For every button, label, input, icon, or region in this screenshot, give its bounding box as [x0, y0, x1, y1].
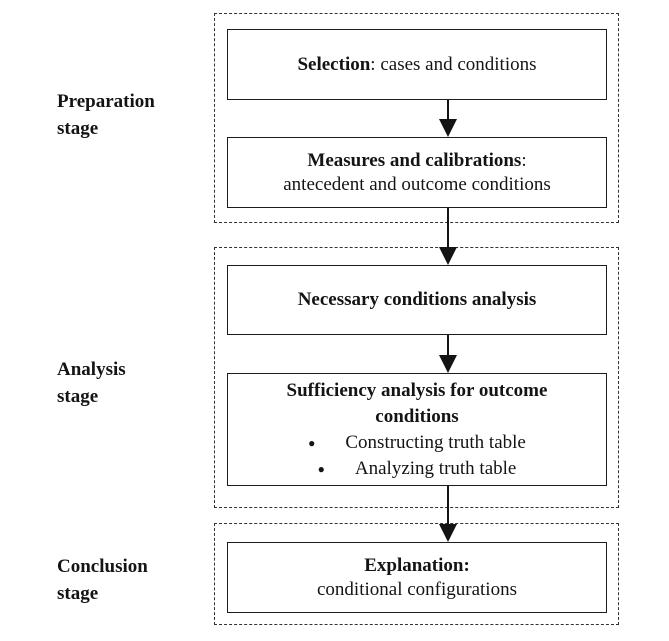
- stage-label-analysis: Analysis stage: [57, 356, 126, 410]
- necessary-conditions-box: Necessary conditions analysis: [227, 265, 607, 335]
- stage-label-preparation: Preparation stage: [57, 88, 155, 142]
- sufficiency-title-line-1: Sufficiency analysis for outcome: [228, 378, 606, 404]
- bullet-item: ● Constructing truth table: [228, 430, 606, 456]
- stage-label-conclusion: Conclusion stage: [57, 553, 148, 607]
- preparation-stage-frame: [214, 13, 619, 223]
- selection-box-title: Selection: [297, 53, 371, 75]
- stage-label-line: Analysis: [57, 359, 126, 380]
- bullet-icon: ●: [308, 435, 316, 450]
- bullet-item-label: Constructing truth table: [345, 431, 526, 453]
- measures-box: Measures and calibrations: antecedent an…: [227, 137, 607, 208]
- explanation-box-title: Explanation:: [364, 554, 470, 576]
- measures-box-colon: :: [521, 149, 527, 171]
- measures-box-title: Measures and calibrations: [307, 149, 522, 171]
- necessary-conditions-title: Necessary conditions analysis: [297, 289, 537, 310]
- bullet-item-label: Analyzing truth table: [354, 457, 517, 479]
- stage-label-line: Conclusion: [57, 556, 148, 577]
- down-arrow-icon: [439, 100, 457, 137]
- measures-box-detail-text: antecedent and outcome conditions: [283, 173, 551, 195]
- sufficiency-title-text: Sufficiency analysis for outcome: [286, 379, 548, 401]
- sufficiency-analysis-box: Sufficiency analysis for outcome conditi…: [227, 373, 607, 486]
- down-arrow-icon: [439, 486, 457, 542]
- down-arrow-icon: [439, 208, 457, 265]
- stage-label-line: stage: [57, 583, 99, 604]
- selection-box-text: Selection: cases and conditions: [228, 53, 606, 77]
- analysis-stage-frame: [214, 247, 619, 508]
- down-arrow-icon: [439, 335, 457, 373]
- conclusion-stage-frame: [214, 523, 619, 625]
- selection-box-detail: : cases and conditions: [370, 53, 537, 75]
- measures-box-detail: antecedent and outcome conditions: [228, 173, 606, 197]
- sufficiency-title-text: conditions: [375, 405, 459, 427]
- explanation-box-detail: conditional configurations: [228, 578, 606, 602]
- measures-box-title-line: Measures and calibrations:: [228, 149, 606, 173]
- selection-box: Selection: cases and conditions: [227, 29, 607, 100]
- sufficiency-title-line-2: conditions: [228, 404, 606, 430]
- explanation-box-detail-text: conditional configurations: [317, 578, 517, 600]
- explanation-box-title-line: Explanation:: [228, 554, 606, 578]
- stage-label-line: stage: [57, 386, 99, 407]
- necessary-conditions-text: Necessary conditions analysis: [228, 288, 606, 312]
- bullet-item: ● Analyzing truth table: [228, 456, 606, 482]
- bullet-icon: ●: [317, 461, 325, 476]
- explanation-box: Explanation: conditional configurations: [227, 542, 607, 613]
- stage-label-line: Preparation: [57, 91, 155, 112]
- stage-label-line: stage: [57, 118, 99, 139]
